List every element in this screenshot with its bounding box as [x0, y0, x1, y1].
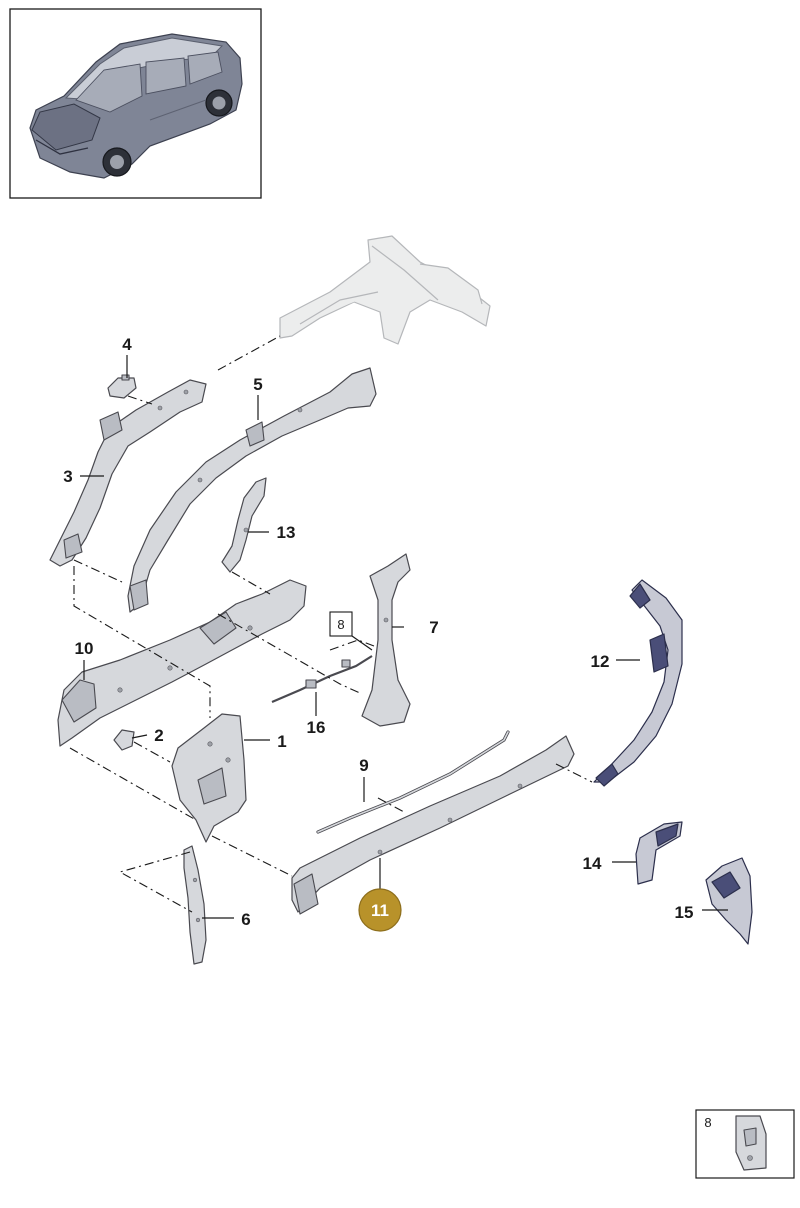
callouts: 4 5 3 13 8 7 10 12 16 2 1 9 14 11 6 15 — [63, 335, 694, 932]
roof-frame-ghost — [279, 235, 491, 345]
inset-part-image — [735, 1115, 767, 1171]
part-5-roof-rail — [127, 367, 377, 613]
callout-6[interactable]: 6 — [241, 910, 250, 929]
callout-15[interactable]: 15 — [675, 903, 694, 922]
part-12-rear-pillar — [593, 579, 683, 787]
part-15-bracket — [705, 857, 753, 945]
callout-1[interactable]: 1 — [277, 732, 286, 751]
part-4-bracket — [107, 374, 137, 399]
callout-11-highlight[interactable]: 11 — [358, 888, 402, 932]
part-11-sill — [291, 735, 575, 915]
part-10-inner-panel — [57, 579, 307, 747]
callout-12[interactable]: 12 — [591, 652, 610, 671]
callout-13[interactable]: 13 — [277, 523, 296, 542]
callout-4[interactable]: 4 — [122, 335, 132, 354]
inset-label: 8 — [704, 1115, 711, 1130]
vehicle-overview — [9, 8, 262, 199]
callout-2[interactable]: 2 — [154, 726, 163, 745]
part-9-strip — [316, 730, 510, 834]
callout-14[interactable]: 14 — [583, 854, 602, 873]
part-14-patch — [635, 821, 683, 885]
part-3-a-pillar — [49, 379, 207, 567]
part-6-member — [183, 845, 207, 965]
part-13-brace — [221, 477, 267, 573]
assembly-lines — [69, 335, 593, 913]
part-1-panel — [171, 713, 247, 843]
callout-3[interactable]: 3 — [63, 467, 72, 486]
callout-10[interactable]: 10 — [75, 639, 94, 658]
part-2-bracket — [113, 729, 135, 751]
part-16-cable — [271, 655, 373, 704]
part-7-b-pillar — [361, 553, 411, 727]
callout-5[interactable]: 5 — [253, 375, 262, 394]
callout-7[interactable]: 7 — [429, 618, 438, 637]
callout-11[interactable]: 11 — [371, 901, 389, 920]
inset-detail: 8 — [695, 1109, 795, 1179]
callout-9[interactable]: 9 — [359, 756, 368, 775]
callout-16[interactable]: 16 — [307, 718, 326, 737]
leader-lines — [80, 355, 728, 919]
vehicle-image — [29, 33, 243, 179]
callout-8[interactable]: 8 — [337, 617, 344, 632]
callout-8-box[interactable]: 8 — [329, 611, 353, 637]
